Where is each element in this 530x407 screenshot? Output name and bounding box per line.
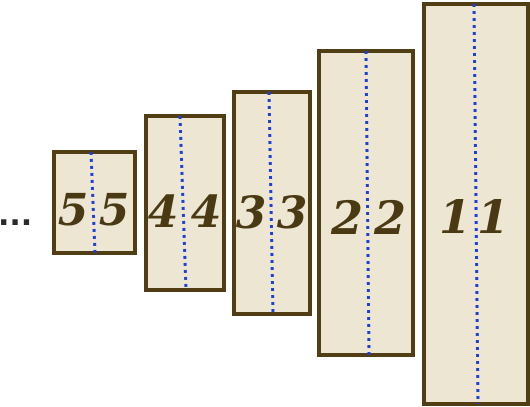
card-2-right-digit: 2	[373, 191, 406, 245]
card-4-fold-line	[178, 115, 188, 291]
card-1-right-digit: 1	[477, 190, 509, 244]
card-2: 2 2	[317, 49, 415, 357]
card-1-left-digit: 1	[439, 190, 471, 244]
card-3: 3 3	[232, 90, 312, 316]
card-1-rect	[422, 2, 530, 406]
card-4-left-digit: 4	[148, 187, 179, 238]
card-3-right-digit: 3	[277, 188, 308, 239]
card-5-right-digit: 5	[99, 185, 130, 236]
card-2-left-digit: 2	[330, 191, 363, 245]
card-3-fold-line	[267, 91, 275, 315]
card-5-fold-line	[89, 151, 97, 254]
card-4-right-digit: 4	[191, 187, 222, 238]
card-4: 4 4	[144, 114, 226, 292]
card-3-left-digit: 3	[236, 188, 267, 239]
card-1: 1 1	[422, 2, 530, 406]
card-3-rect	[232, 90, 312, 316]
ellipsis-text: ...	[0, 198, 32, 233]
card-5-left-digit: 5	[58, 185, 89, 236]
card-5: 5 5	[52, 150, 137, 255]
card-4-rect	[144, 114, 226, 292]
card-2-fold-line	[364, 50, 371, 356]
